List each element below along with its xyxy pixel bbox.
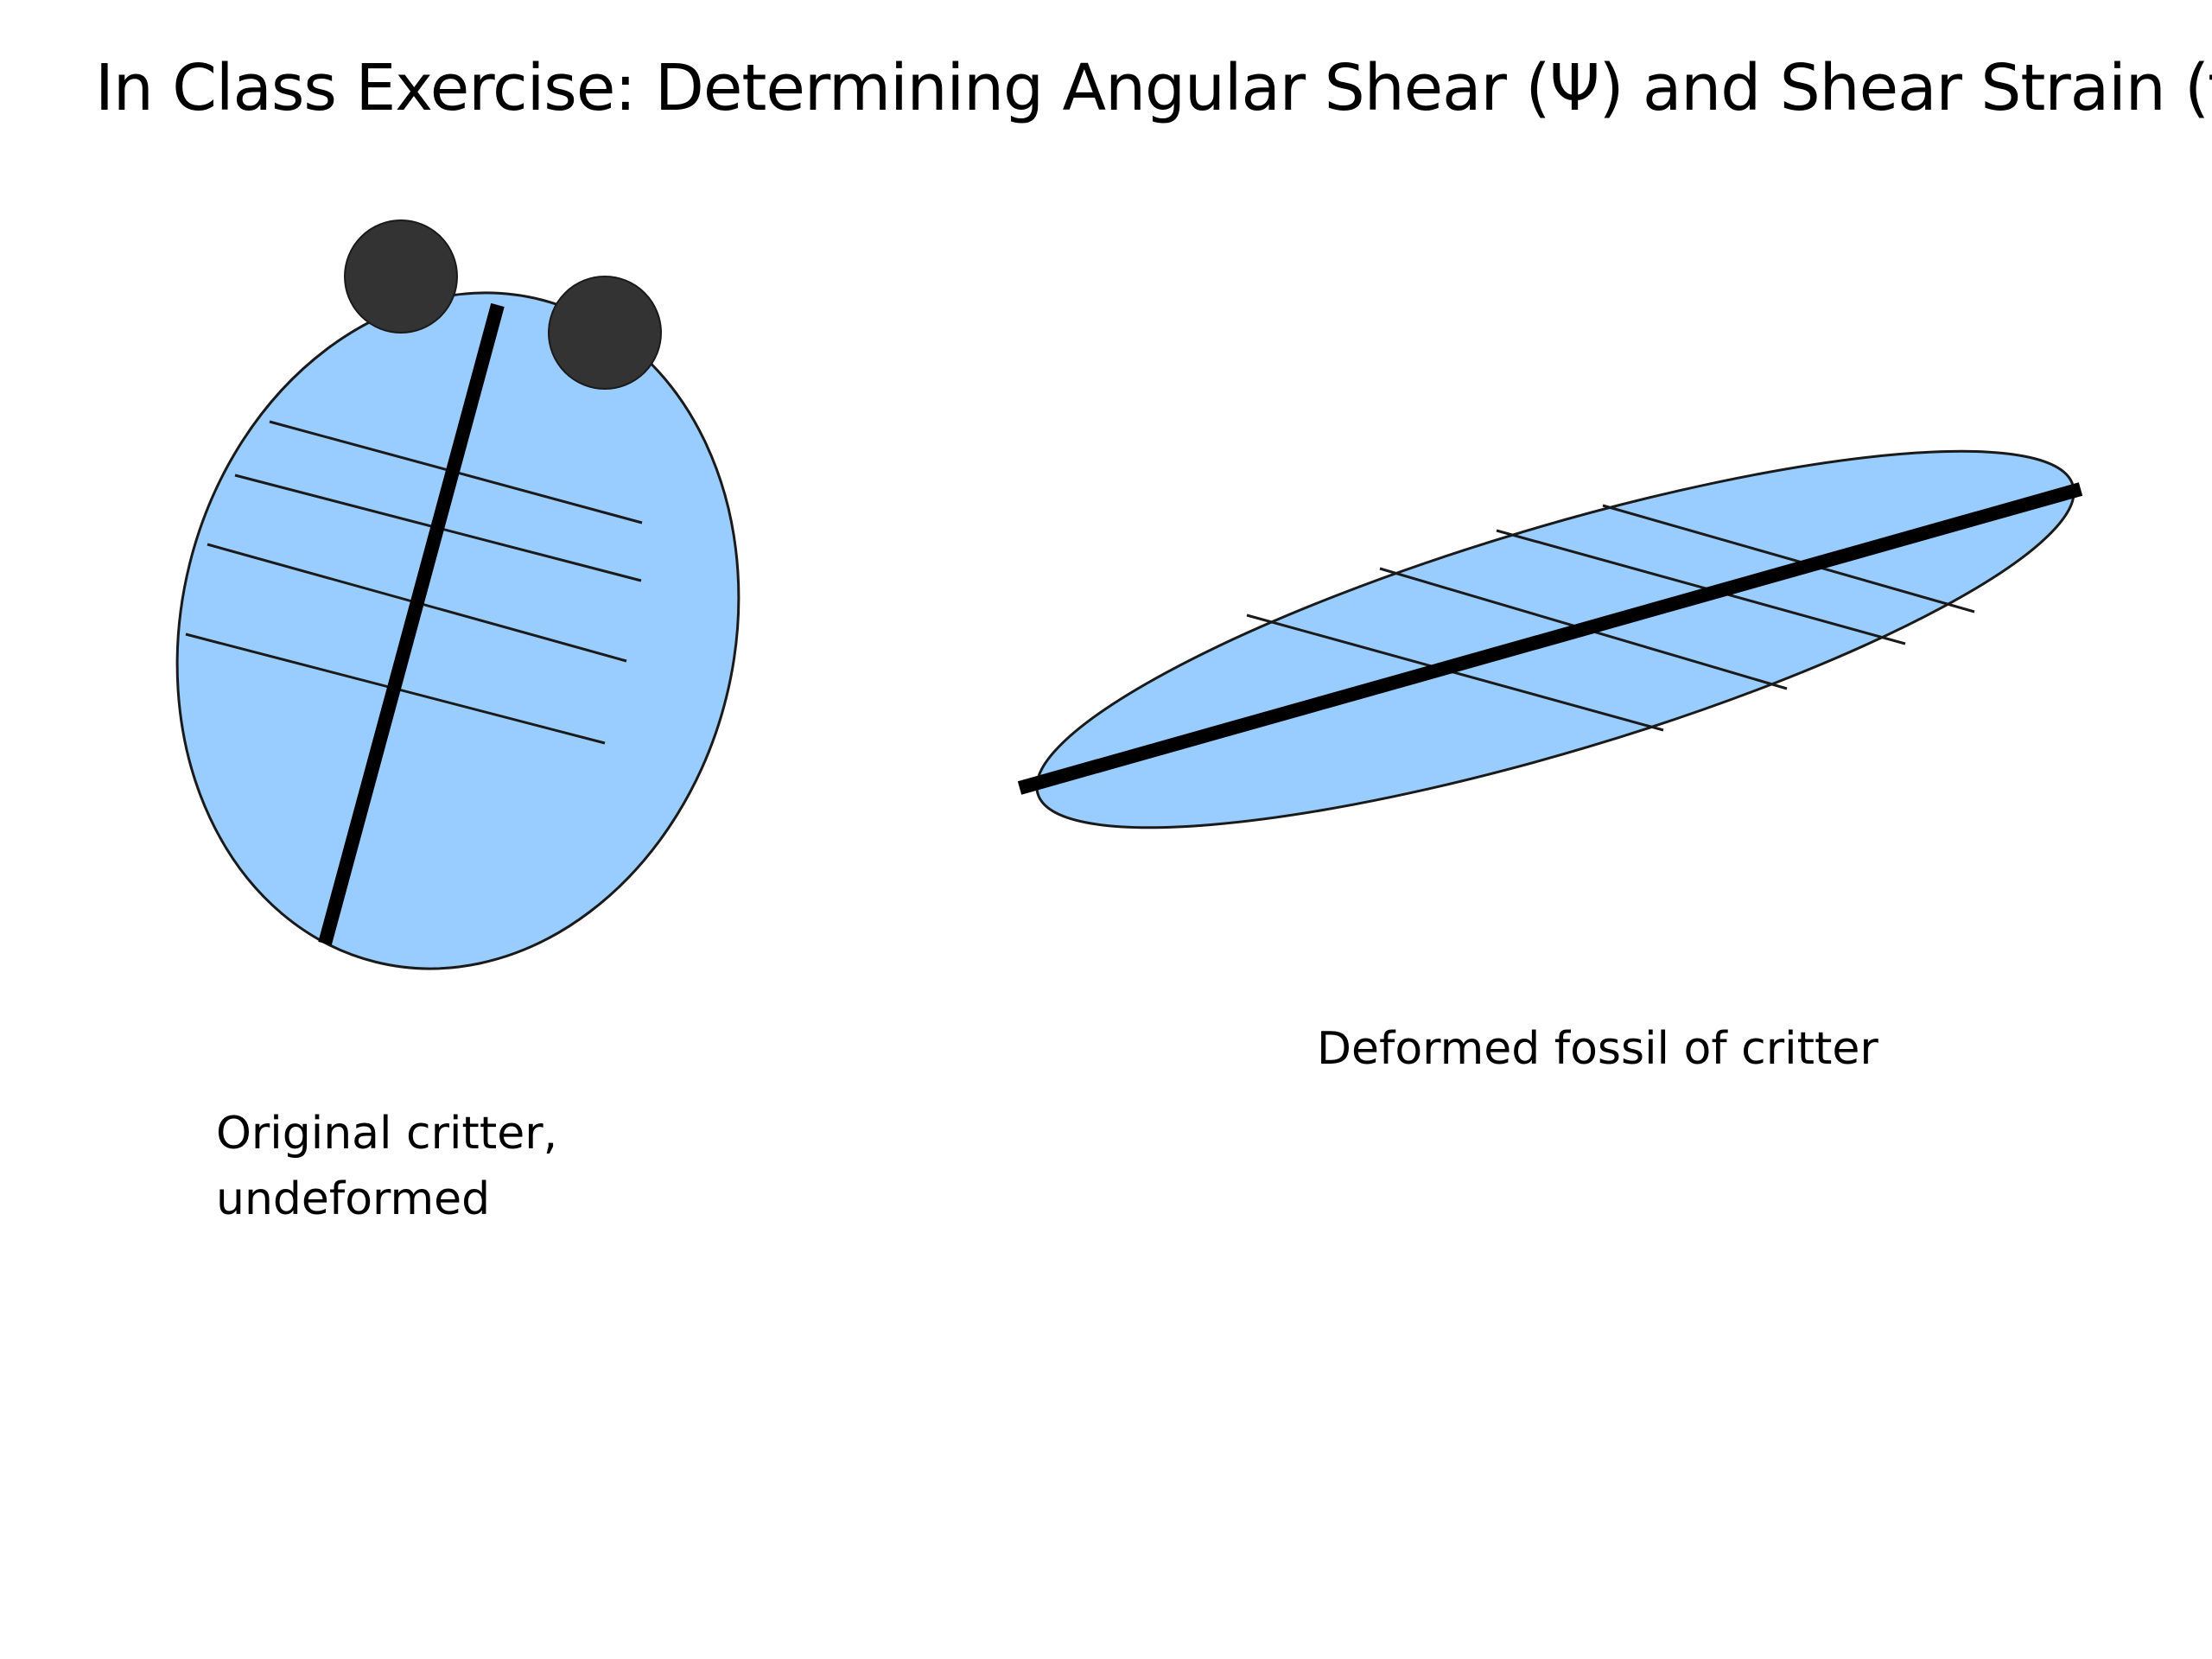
original-spine-axis [318,302,505,946]
original-caption-line-2: undeformed [216,1173,491,1225]
deformed-segment-line [1602,504,1975,613]
deformed-spine-axis [1017,482,2083,795]
deformed-segment-line [1496,529,1906,645]
original-right-eye [548,276,662,390]
slide-title: In Class Exercise: Determining Angular S… [95,51,2212,125]
deformed-fossil [1017,449,2083,830]
original-critter [175,219,741,970]
original-critter-caption: Original critter, undeformed [216,1101,557,1232]
deformed-fossil-caption: Deformed fossil of critter [1317,1023,1878,1075]
deformed-segment-line [1246,613,1664,732]
original-caption-line-1: Original critter, [216,1108,558,1160]
original-critter-body [175,291,741,970]
original-left-eye [344,219,458,334]
